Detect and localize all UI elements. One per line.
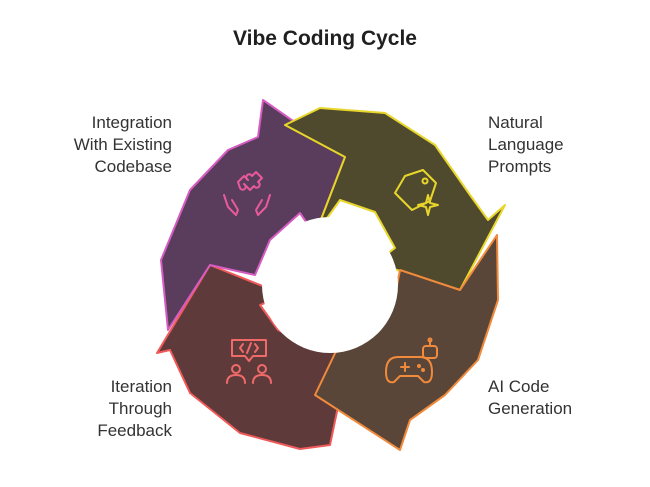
label-line: Language <box>488 135 564 154</box>
label-ai-code-generation: AI Code Generation <box>488 376 572 420</box>
label-line: Generation <box>488 399 573 418</box>
label-integration-existing-codebase: Integration With Existing Codebase <box>40 112 172 178</box>
tag-sparkle-icon <box>394 169 439 216</box>
label-line: Through <box>108 399 172 418</box>
label-line: Natural <box>488 113 543 132</box>
label-line: Codebase <box>94 157 172 176</box>
label-line: Iteration <box>110 377 172 396</box>
label-natural-language-prompts: Natural Language Prompts <box>488 112 564 178</box>
code-review-people-icon <box>226 339 272 384</box>
label-line: Prompts <box>488 157 552 176</box>
robot-gamepad-icon <box>385 337 438 384</box>
segment-ai-code-generation <box>314 234 499 451</box>
label-iteration-through-feedback: Iteration Through Feedback <box>40 376 172 442</box>
puzzle-hands-icon <box>223 171 271 216</box>
diagram-title: Vibe Coding Cycle <box>233 27 417 50</box>
label-line: With Existing <box>73 135 172 154</box>
label-line: Integration <box>91 113 172 132</box>
cycle-center <box>262 217 398 353</box>
label-line: AI Code <box>488 377 550 396</box>
label-line: Feedback <box>97 421 172 440</box>
